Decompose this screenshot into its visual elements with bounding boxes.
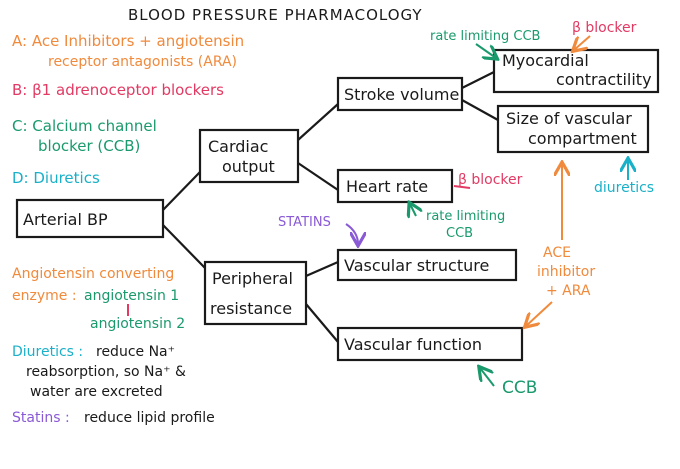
connectors: [161, 70, 500, 344]
annotation-rate-limiting-hr-line1: rate limiting: [426, 209, 505, 224]
node-myocardial-contractility: Myocardial contractility: [492, 48, 660, 94]
legend: A: Ace Inhibitors + angiotensin receptor…: [12, 32, 244, 187]
note-ace-line2-value: angiotensin 1: [84, 288, 179, 304]
note-ace-line2-label: enzyme :: [12, 288, 77, 304]
edge-cardiac-heartrate: [296, 161, 340, 192]
annotations: rate limiting CCB β blocker β blocker ra…: [278, 20, 654, 398]
annotation-ccb-bottom: CCB: [502, 378, 537, 398]
node-cardiac-output-line1: Cardiac: [208, 137, 268, 156]
annotation-beta-blocker-hr: β blocker: [458, 172, 523, 188]
legend-a-line1: A: Ace Inhibitors + angiotensin: [12, 32, 244, 50]
node-stroke-volume-label: Stroke volume: [344, 85, 459, 104]
node-vascular-structure-label: Vascular structure: [344, 256, 489, 275]
edge-bp-cardiac: [161, 170, 202, 212]
node-myocardial-line2: contractility: [556, 70, 652, 89]
annotation-statins: STATINS: [278, 215, 331, 230]
edge-stroke-myocardial: [460, 70, 496, 90]
legend-b: B: β1 adrenoceptor blockers: [12, 81, 224, 99]
legend-d: D: Diuretics: [12, 169, 100, 187]
node-size-line1: Size of vascular: [506, 109, 632, 128]
annotation-ace-right-line3: + ARA: [546, 283, 591, 299]
annotation-ace-right-line2: inhibitor: [537, 264, 595, 280]
node-heart-rate: Heart rate: [336, 168, 454, 204]
note-statins-label: Statins :: [12, 410, 70, 426]
node-myocardial-line1: Myocardial: [502, 51, 589, 70]
node-vascular-function-label: Vascular function: [344, 335, 482, 354]
arrow-beta-blocker-top: [574, 35, 591, 50]
node-size-vascular-compartment: Size of vascular compartment: [496, 104, 650, 154]
node-cardiac-output-line2: output: [222, 157, 275, 176]
node-vascular-structure: Vascular structure: [336, 248, 518, 282]
legend-c-line2: blocker (CCB): [38, 137, 140, 155]
node-arterial-bp: Arterial BP: [15, 198, 165, 239]
annotation-beta-blocker-top: β blocker: [572, 20, 637, 36]
node-vascular-function: Vascular function: [336, 326, 524, 362]
legend-a-line2: receptor antagonists (ARA): [48, 54, 237, 70]
arrow-rate-limiting-top: [475, 43, 496, 58]
annotation-diuretics-right: diuretics: [594, 180, 654, 196]
node-size-line2: compartment: [528, 129, 637, 148]
note-diuretics-label: Diuretics :: [12, 344, 83, 360]
node-heart-rate-label: Heart rate: [346, 177, 428, 196]
legend-c-line1: C: Calcium channel: [12, 117, 157, 135]
edge-stroke-size: [460, 98, 500, 122]
edge-bp-peripheral: [161, 223, 207, 270]
note-diuretics-line1: reduce Na⁺: [96, 344, 175, 360]
note-diuretics-line2: reabsorption, so Na⁺ &: [26, 364, 186, 380]
notes: Angiotensin converting enzyme : angioten…: [12, 266, 215, 426]
arrow-ccb-bottom: [480, 368, 495, 387]
arrow-beta-blocker-hr: [453, 185, 471, 189]
note-statins-value: reduce lipid profile: [84, 410, 215, 426]
edge-peripheral-function: [304, 302, 340, 344]
annotation-rate-limiting-hr-line2: CCB: [446, 226, 473, 241]
note-ace-line3: angiotensin 2: [90, 316, 185, 332]
arrow-statins: [345, 223, 358, 244]
node-arterial-bp-label: Arterial BP: [23, 210, 108, 229]
note-diuretics-line3: water are excreted: [30, 384, 163, 400]
annotation-rate-limiting-top: rate limiting CCB: [430, 29, 540, 44]
node-peripheral-line2: resistance: [210, 299, 292, 318]
page-title: BLOOD PRESSURE PHARMACOLOGY: [128, 6, 423, 24]
arrow-rate-limiting-hr: [410, 204, 416, 216]
annotation-ace-right-line1: ACE: [543, 245, 571, 261]
node-peripheral-line1: Peripheral: [212, 269, 293, 288]
arrow-ace-down: [526, 301, 553, 326]
note-ace-line1: Angiotensin converting: [12, 266, 174, 282]
edge-cardiac-stroke: [296, 102, 340, 142]
edge-peripheral-structure: [304, 260, 340, 278]
node-peripheral-resistance: Peripheral resistance: [203, 260, 308, 326]
node-stroke-volume: Stroke volume: [336, 76, 464, 112]
node-cardiac-output: Cardiac output: [198, 128, 300, 184]
